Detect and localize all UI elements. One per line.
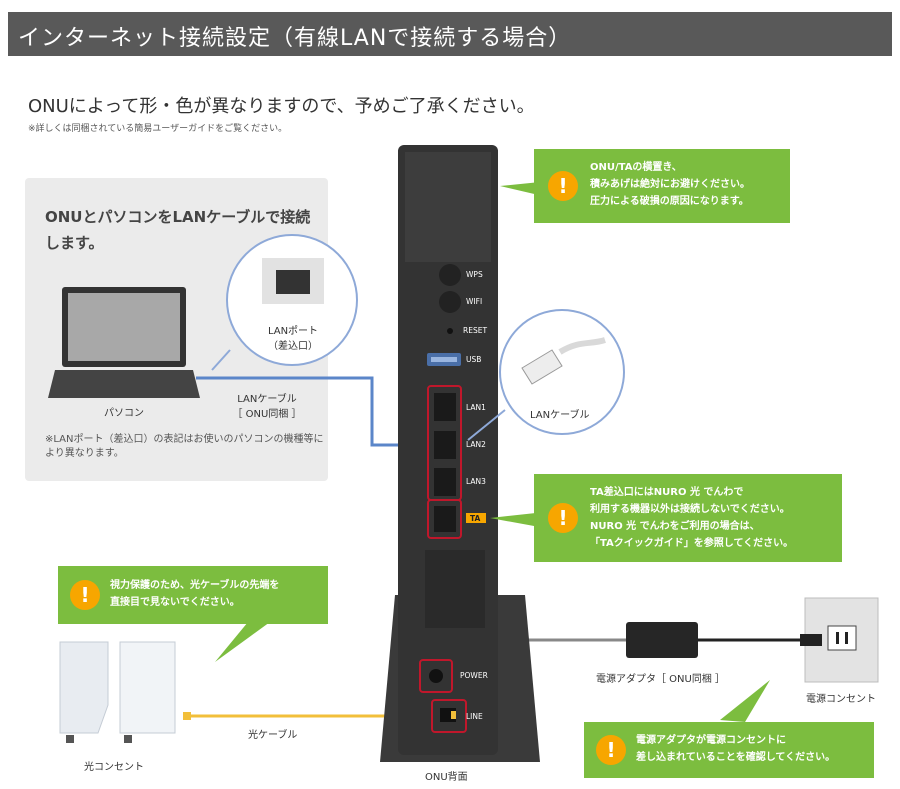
- wifi-button: [439, 291, 461, 313]
- laptop-keyboard: [48, 370, 200, 398]
- lan3-label: LAN3: [466, 477, 486, 486]
- warning-power-box: ! 電源アダプタが電源コンセントに 差し込まれていることを確認してください。: [584, 722, 874, 778]
- warning-power-line2: 差し込まれていることを確認してください。: [636, 752, 836, 763]
- power-label: POWER: [460, 671, 488, 680]
- ta-label: TA: [470, 514, 481, 523]
- warning-ta-text: TA差込口にはNURO 光 でんわで 利用する機器以外は接続しないでください。 …: [590, 484, 793, 552]
- power-port: [429, 669, 443, 683]
- warning-power-pointer: [720, 680, 770, 722]
- lan1-port: [434, 393, 456, 421]
- wifi-label: WIFI: [466, 297, 483, 306]
- power-adapter: [626, 622, 698, 658]
- onu-lower-panel: [425, 550, 485, 628]
- warning-power-line1: 電源アダプタが電源コンセントに: [636, 735, 786, 746]
- power-adapter-label: 電源アダプタ［ ONU同梱 ］: [596, 674, 726, 685]
- lan2-port: [434, 431, 456, 459]
- lan-cable-label: LANケーブル: [530, 410, 590, 421]
- wps-button: [439, 264, 461, 286]
- lan-port-label: LANポート （差込口）: [258, 322, 328, 352]
- line-port-frame: [431, 699, 467, 733]
- wps-label: WPS: [466, 270, 483, 279]
- warning-ta-line1: TA差込口にはNURO 光 でんわで: [590, 487, 744, 498]
- page-title: インターネット接続設定（有線LANで接続する場合）: [18, 26, 572, 51]
- onu-top-panel: [405, 152, 491, 262]
- connect-panel-title: ONUとパソコンをLANケーブルで接続します。: [45, 208, 311, 252]
- lan3-port: [434, 468, 456, 496]
- reset-label: RESET: [463, 326, 488, 335]
- warning-fiber-pointer: [215, 622, 270, 662]
- fiber-plug: [183, 712, 191, 720]
- warning-ta-line4: 「TAクイックガイド」を参照してください。: [590, 538, 794, 549]
- warning-icon: !: [70, 580, 100, 610]
- warning-icon: !: [596, 735, 626, 765]
- warning-icon: !: [548, 171, 578, 201]
- power-outlet-label: 電源コンセント: [806, 694, 876, 705]
- fiber-cable-label: 光ケーブル: [248, 730, 298, 741]
- warning-ta-box: ! TA差込口にはNURO 光 でんわで 利用する機器以外は接続しないでください…: [534, 474, 842, 562]
- lan-port-note: ※LANポート（差込口）の表記はお使いのパソコンの機種等により異なります。: [45, 434, 324, 459]
- lan-port-label-line2: （差込口）: [268, 341, 318, 352]
- intro-note: ※詳しくは同梱されている簡易ユーザーガイドをご覧ください。: [28, 124, 288, 134]
- cable-label-line1: LANケーブル: [237, 394, 297, 405]
- header-bar: [8, 12, 892, 56]
- ta-port: [434, 506, 456, 532]
- ta-port-frame: [427, 499, 462, 539]
- warning-top-line3: 圧力による破損の原因になります。: [590, 196, 749, 207]
- warning-fiber-text: 視力保護のため、光ケーブルの先端を 直接目で見ないでください。: [110, 577, 279, 611]
- warning-fiber-box: ! 視力保護のため、光ケーブルの先端を 直接目で見ないでください。: [58, 566, 328, 624]
- warning-ta-pointer: [490, 512, 545, 528]
- warning-power-text: 電源アダプタが電源コンセントに 差し込まれていることを確認してください。: [636, 732, 835, 766]
- warning-top-box: ! ONU/TAの横置き、 積みあげは絶対にお避けください。 圧力による破損の原…: [534, 149, 790, 223]
- reset-button: [447, 328, 453, 334]
- warning-fiber-line2: 直接目で見ないでください。: [110, 597, 240, 608]
- pc-label: パソコン: [104, 408, 144, 419]
- warning-icon: !: [548, 503, 578, 533]
- fiber-outlet-label: 光コンセント: [84, 762, 144, 773]
- warning-top-line1: ONU/TAの横置き、: [590, 162, 682, 173]
- lan2-label: LAN2: [466, 440, 486, 449]
- lan-cable-plug: [521, 349, 563, 385]
- ta-label-bg: [466, 513, 486, 523]
- fiber-outlet-left: [59, 641, 109, 734]
- fiber-outlet-right: [119, 641, 176, 734]
- warning-top-text: ONU/TAの横置き、 積みあげは絶対にお避けください。 圧力による破損の原因に…: [590, 159, 750, 210]
- cable-label-line2: ［ ONU同梱 ］: [232, 409, 302, 420]
- power-port-frame: [419, 659, 453, 693]
- warning-ta-line2: 利用する機器以外は接続しないでください。: [590, 504, 790, 515]
- onu-caption: ONU背面: [425, 772, 468, 783]
- intro-subtitle: ONUによって形・色が異なりますので、予めご了承ください。: [28, 96, 535, 117]
- lan-port-label-line1: LANポート: [267, 326, 319, 337]
- usb-label: USB: [466, 355, 482, 364]
- warning-top-line2: 積みあげは絶対にお避けください。: [590, 179, 750, 190]
- cable-label: LANケーブル ［ ONU同梱 ］: [222, 390, 312, 420]
- lan1-label: LAN1: [466, 403, 486, 412]
- line-label: LINE: [466, 712, 483, 721]
- warning-ta-line3: NURO 光 でんわをご利用の場合は、: [590, 521, 760, 532]
- warning-fiber-line1: 視力保護のため、光ケーブルの先端を: [110, 580, 280, 591]
